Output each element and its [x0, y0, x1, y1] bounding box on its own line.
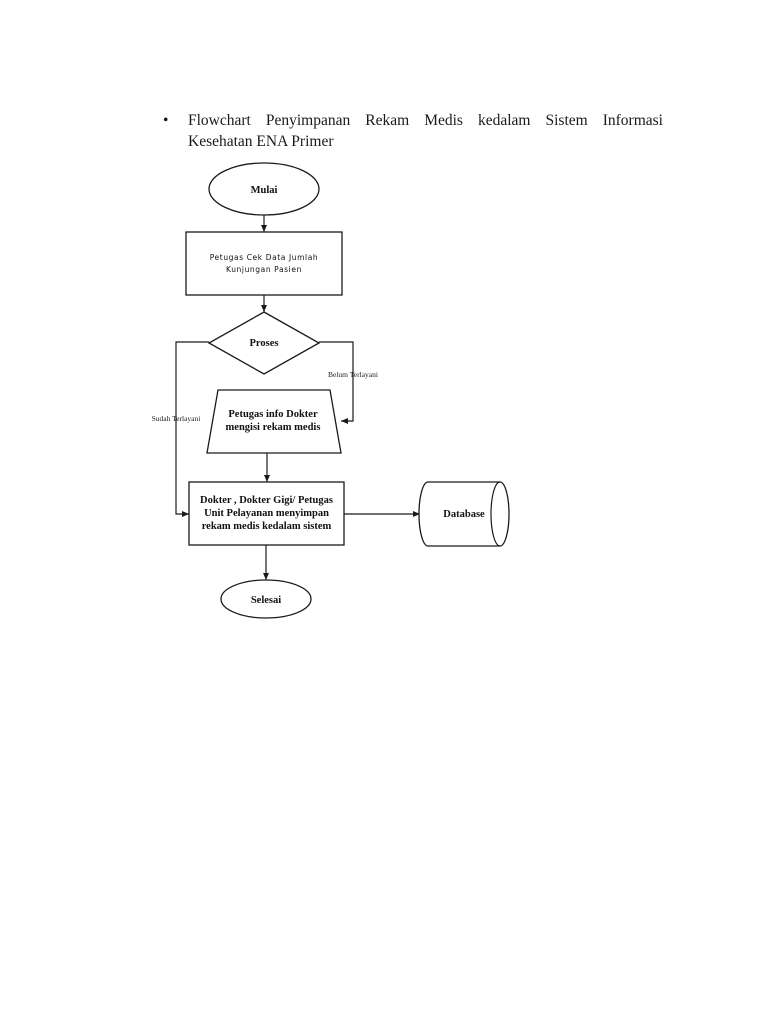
- check-data-line-2: Kunjungan Pasien: [226, 265, 302, 274]
- decision-diamond: Proses: [207, 311, 321, 375]
- check-data-line-1: Petugas Cek Data Jumlah: [210, 253, 319, 262]
- save-line-3: rekam medis kedalam sistem: [202, 521, 332, 532]
- start-terminator: Mulai: [208, 162, 320, 216]
- database-storage: Database: [418, 481, 510, 547]
- manual-operation: Petugas info Dokter mengisi rekam medis: [206, 389, 342, 454]
- database-label: Database: [443, 509, 485, 520]
- connector-not-served: [319, 341, 354, 424]
- check-data-process: Petugas Cek Data Jumlah Kunjungan Pasien: [185, 231, 343, 296]
- connector-served: [175, 341, 209, 517]
- branch-served-label: Sudah Terlayani: [152, 414, 201, 423]
- save-line-2: Unit Pelayanan menyimpan: [204, 508, 329, 519]
- document-heading: • Flowchart Penyimpanan Rekam Medis keda…: [163, 110, 663, 152]
- decision-label: Proses: [250, 338, 279, 349]
- manual-step-line-1: Petugas info Dokter: [228, 409, 318, 420]
- save-record-process: Dokter , Dokter Gigi/ Petugas Unit Pelay…: [188, 481, 345, 546]
- heading-text: Flowchart Penyimpanan Rekam Medis kedala…: [188, 112, 663, 150]
- manual-step-line-2: mengisi rekam medis: [226, 422, 321, 433]
- start-label: Mulai: [251, 185, 278, 196]
- bullet-point: •: [163, 112, 169, 129]
- branch-not-served-label: Belum Terlayani: [328, 370, 378, 379]
- end-label: Selesai: [251, 595, 281, 606]
- end-terminator: Selesai: [220, 579, 312, 619]
- save-line-1: Dokter , Dokter Gigi/ Petugas: [200, 495, 333, 506]
